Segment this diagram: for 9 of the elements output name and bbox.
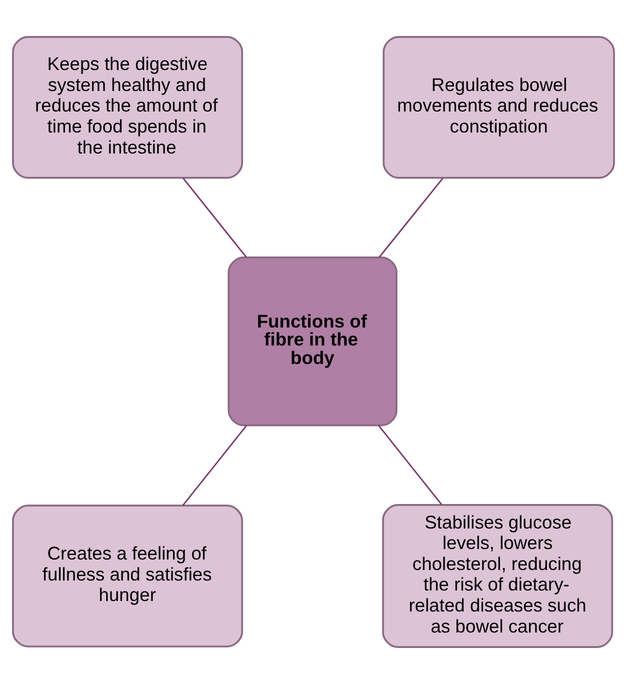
connector [378,177,444,258]
node-box: Creates a feeling of fullness and satisfies hunger [12,504,244,647]
node-box: Stabilises glucose levels, lowers cholesterol, reducing the risk of dietary-related diseases such as bowel cancer [382,504,614,648]
node-box: Keeps the digestive system healthy and reduces the amount of time food spends in the intestine [12,35,244,178]
node-box: Functions of fibre in the body [228,256,398,426]
connector [182,177,247,258]
connector [378,424,442,505]
connector [182,424,248,506]
node-box: Regulates bowel movements and reduces constipation [382,35,615,178]
